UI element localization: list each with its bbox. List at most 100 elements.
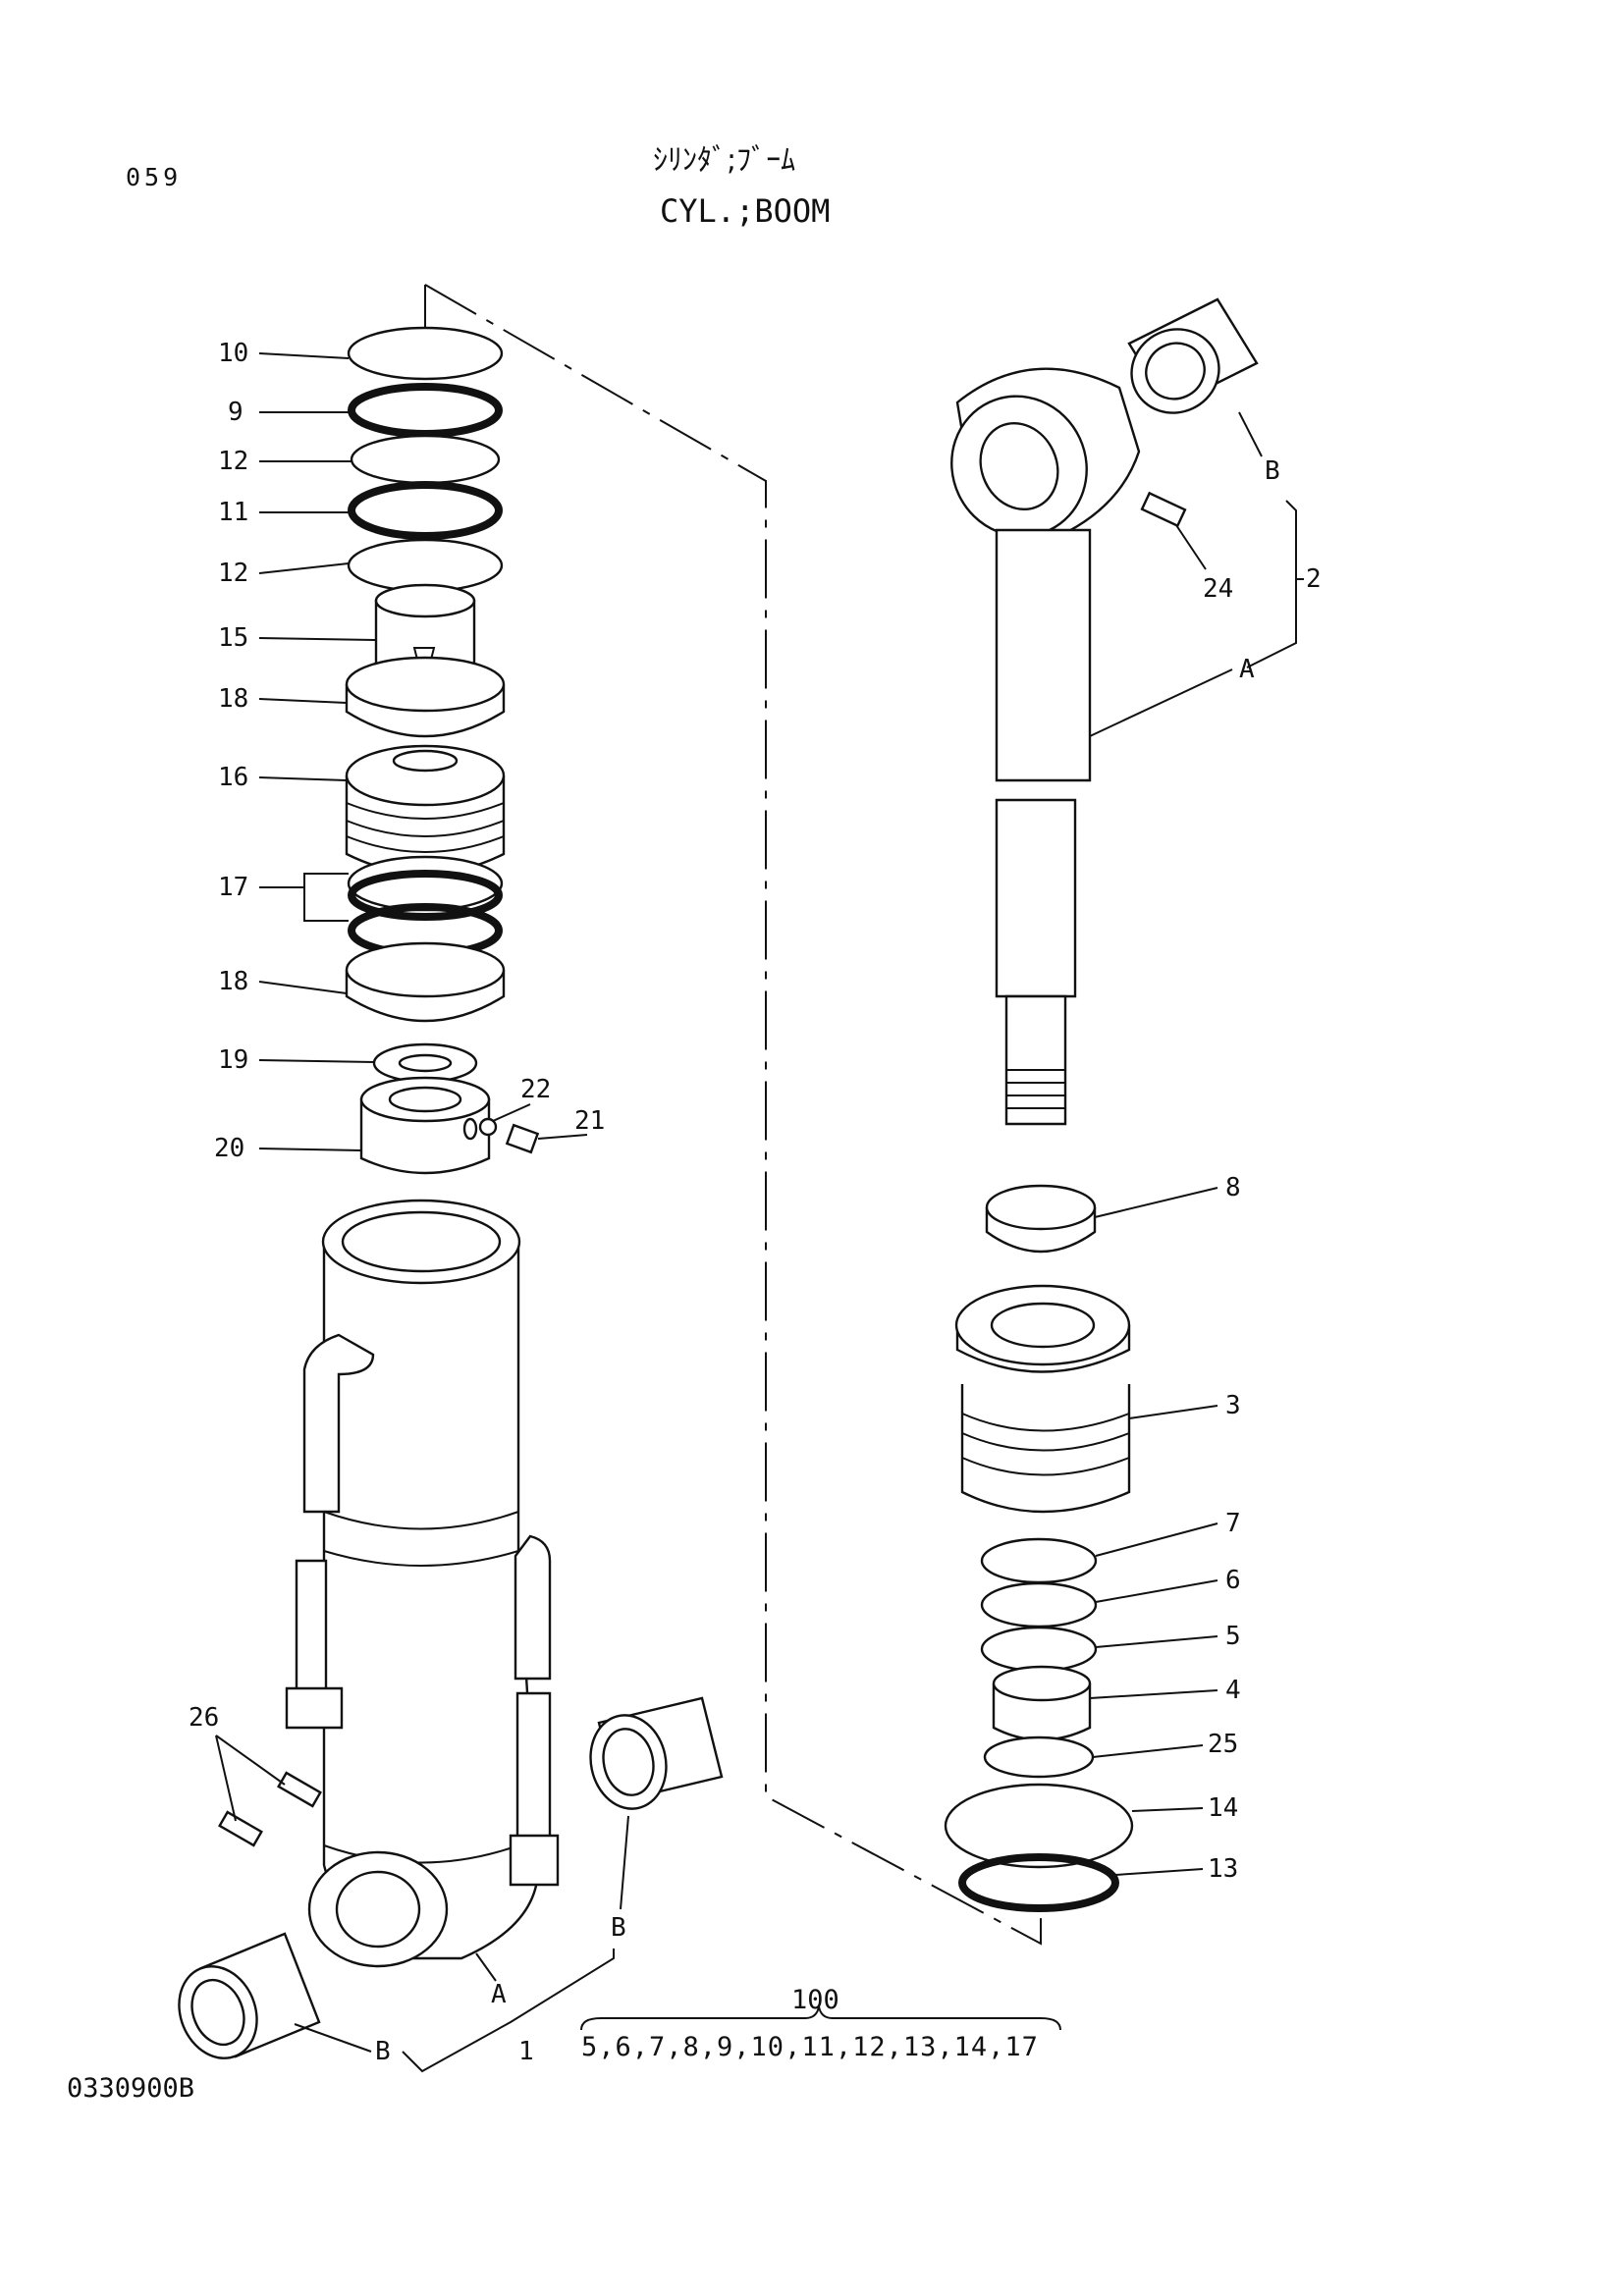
callout-b2: B <box>611 1815 629 1943</box>
svg-text:12: 12 <box>218 559 248 588</box>
callout-25: 25 <box>1092 1730 1238 1759</box>
callout-21: 21 <box>537 1106 605 1140</box>
callout-2: 2 <box>1246 500 1322 668</box>
svg-text:13: 13 <box>1208 1854 1238 1884</box>
svg-text:20: 20 <box>214 1134 244 1163</box>
part-25-snap-ring <box>983 1735 1095 1779</box>
svg-text:15: 15 <box>218 623 248 653</box>
callout-4: 4 <box>1089 1676 1241 1705</box>
svg-text:17: 17 <box>218 873 248 902</box>
drawing-number: 0330900B <box>67 2073 195 2104</box>
svg-text:22: 22 <box>520 1075 551 1104</box>
callout-3: 3 <box>1128 1391 1241 1420</box>
svg-text:24: 24 <box>1203 574 1233 604</box>
svg-text:26: 26 <box>189 1703 219 1733</box>
part-11-oring <box>348 481 503 540</box>
callout-26: 26 <box>189 1703 286 1822</box>
svg-text:6: 6 <box>1225 1566 1241 1595</box>
callout-15: 15 <box>218 623 377 653</box>
part-8-seal <box>985 1184 1097 1254</box>
svg-text:25: 25 <box>1208 1730 1238 1759</box>
callout-a2: A <box>1089 655 1255 737</box>
svg-text:2: 2 <box>1306 564 1322 594</box>
callout-b3: B <box>1238 411 1280 486</box>
part-13-oring <box>958 1853 1119 1912</box>
callout-b1: B <box>294 1949 615 2073</box>
svg-text:B: B <box>611 1913 626 1943</box>
part-16-piston <box>345 744 506 876</box>
svg-text:7: 7 <box>1225 1509 1241 1538</box>
callout-11: 11 <box>218 498 352 527</box>
svg-text:B: B <box>375 2037 391 2066</box>
part-9-oring <box>348 383 503 438</box>
part-12-ring <box>350 434 501 485</box>
part-2-piston-rod <box>950 367 1141 1126</box>
svg-text:5: 5 <box>1225 1622 1241 1651</box>
part-14-ring <box>944 1783 1134 1869</box>
bushing-b-lower-left <box>178 1932 321 2059</box>
title-japanese: ｼﾘﾝﾀﾞ;ﾌﾞｰﾑ <box>653 143 796 178</box>
svg-text:3: 3 <box>1225 1391 1241 1420</box>
callout-12a: 12 <box>218 447 352 476</box>
svg-text:21: 21 <box>574 1106 605 1136</box>
callout-13: 13 <box>1114 1854 1238 1884</box>
callout-19: 19 <box>218 1045 375 1075</box>
kit-contents: 5,6,7,8,9,10,11,12,13,14,17 <box>581 2032 1039 2062</box>
svg-text:9: 9 <box>228 398 243 427</box>
part-7-ring <box>980 1537 1098 1584</box>
callout-1: 1 <box>518 2037 534 2066</box>
part-6-ring <box>980 1581 1098 1629</box>
callout-10: 10 <box>218 339 350 368</box>
callout-20: 20 <box>214 1134 362 1163</box>
part-17-seal-pair <box>347 855 504 958</box>
part-18-wear-ring <box>345 656 506 738</box>
svg-text:10: 10 <box>218 339 248 368</box>
part-10-ring <box>347 326 504 381</box>
svg-text:4: 4 <box>1225 1676 1241 1705</box>
bushing-b-lower-mid <box>589 1696 724 1810</box>
callout-5: 5 <box>1095 1622 1241 1651</box>
part-19-washer <box>372 1042 478 1084</box>
callout-22: 22 <box>492 1075 551 1122</box>
svg-text:18: 18 <box>218 684 248 714</box>
part-1-cylinder-tube <box>285 1199 560 1968</box>
part-21-set-screw <box>505 1123 540 1154</box>
callout-18a: 18 <box>218 684 348 714</box>
part-26-grease-fittings <box>218 1771 322 1847</box>
part-4-bushing <box>992 1665 1092 1741</box>
callout-17: 17 <box>218 873 349 922</box>
svg-text:A: A <box>491 1980 507 2009</box>
page-number: 059 <box>126 163 183 191</box>
part-5-ring <box>980 1626 1098 1673</box>
svg-text:18: 18 <box>218 967 248 996</box>
part-18-wear-ring-lower <box>345 941 506 1023</box>
svg-text:16: 16 <box>218 763 248 792</box>
svg-text:19: 19 <box>218 1045 248 1075</box>
callout-6: 6 <box>1095 1566 1241 1603</box>
part-22-ball <box>478 1117 498 1137</box>
kit-brace <box>580 2005 1061 2031</box>
callout-8: 8 <box>1094 1173 1241 1218</box>
callout-14: 14 <box>1131 1793 1238 1823</box>
part-24-grease-fitting <box>1140 491 1187 528</box>
svg-text:A: A <box>1239 655 1255 684</box>
svg-text:1: 1 <box>518 2037 534 2066</box>
callout-a1: A <box>475 1952 507 2009</box>
svg-text:12: 12 <box>218 447 248 476</box>
bushing-b-upper-right <box>1127 297 1259 414</box>
kit-number: 100 <box>791 1985 839 2015</box>
part-12-ring-lower <box>347 538 504 593</box>
callout-9: 9 <box>228 398 352 427</box>
svg-text:8: 8 <box>1225 1173 1241 1202</box>
callout-7: 7 <box>1095 1509 1241 1557</box>
callout-18b: 18 <box>218 967 348 996</box>
part-20-nut <box>359 1076 491 1175</box>
svg-text:14: 14 <box>1208 1793 1238 1823</box>
part-3-rod-head <box>954 1284 1131 1514</box>
callout-12b: 12 <box>218 559 350 588</box>
callouts: 10 9 12 11 12 15 18 16 17 18 19 20 22 21… <box>189 339 1322 2073</box>
callout-24: 24 <box>1175 524 1233 604</box>
callout-16: 16 <box>218 763 348 792</box>
svg-text:B: B <box>1265 456 1280 486</box>
